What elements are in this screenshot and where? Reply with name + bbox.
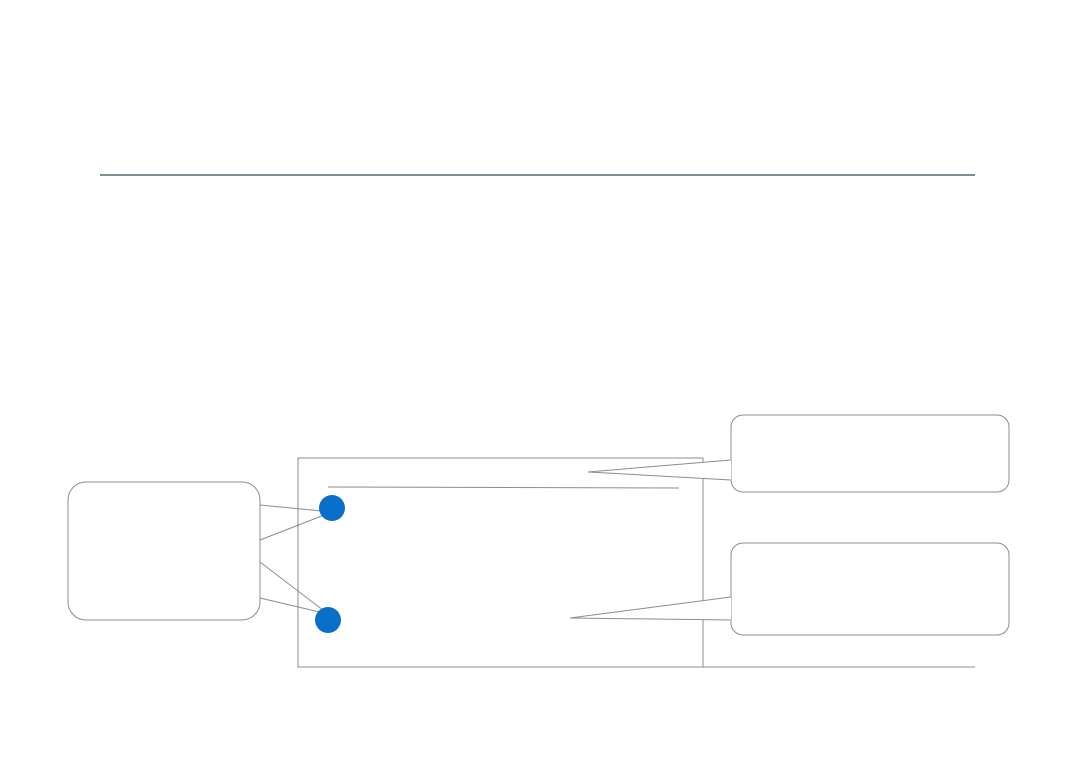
bottom-right-callout-box [730, 542, 1010, 636]
lower-marker-dot [315, 607, 341, 633]
left-pointer-lower [259, 561, 329, 615]
upper-marker-dot [319, 495, 345, 521]
top-right-pointer [587, 459, 732, 481]
inner-rule [327, 486, 680, 489]
top-right-callout-box [730, 414, 1010, 493]
main-frame [297, 457, 704, 668]
left-callout-box [67, 481, 261, 621]
bottom-right-pointer [569, 596, 732, 621]
